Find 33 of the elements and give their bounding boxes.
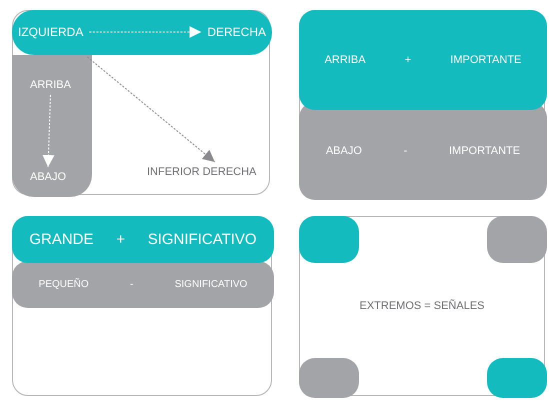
rounded-band	[12, 261, 274, 308]
label-text: ABAJO	[30, 171, 66, 183]
rounded-block	[487, 216, 547, 263]
label-text: DERECHA	[207, 25, 266, 39]
rounded-band	[12, 216, 274, 263]
panel-frame	[299, 10, 545, 198]
label-text: IZQUIERDA	[18, 25, 84, 39]
arrow	[42, 94, 54, 168]
band-text: +	[116, 231, 125, 248]
band-text: IMPORTANTE	[449, 145, 520, 157]
rounded-band	[299, 10, 547, 110]
band-text: -	[130, 279, 134, 290]
panel-frame	[12, 216, 272, 396]
band-text: ABAJO	[326, 145, 362, 157]
panel-frame	[12, 10, 270, 195]
rounded-block	[487, 358, 547, 398]
rounded-band	[12, 10, 272, 55]
band-text: -	[404, 145, 408, 157]
rounded-band	[12, 55, 92, 197]
band-text: PEQUEÑO	[38, 279, 89, 290]
band-text: SIGNIFICATIVO	[174, 279, 248, 290]
band-text: GRANDE	[29, 231, 94, 248]
band-text: SIGNIFICATIVO	[148, 231, 257, 248]
rounded-block	[299, 358, 359, 398]
arrow	[88, 26, 202, 38]
caption-text: EXTREMOS = SEÑALES	[359, 300, 484, 312]
label-text: INFERIOR DERECHA	[147, 166, 256, 178]
band-text: ARRIBA	[324, 54, 366, 66]
rounded-block	[299, 216, 359, 263]
label-text: ARRIBA	[30, 79, 71, 91]
band-text: IMPORTANTE	[450, 54, 522, 66]
panel-frame	[299, 216, 545, 396]
band-text: +	[404, 54, 412, 66]
